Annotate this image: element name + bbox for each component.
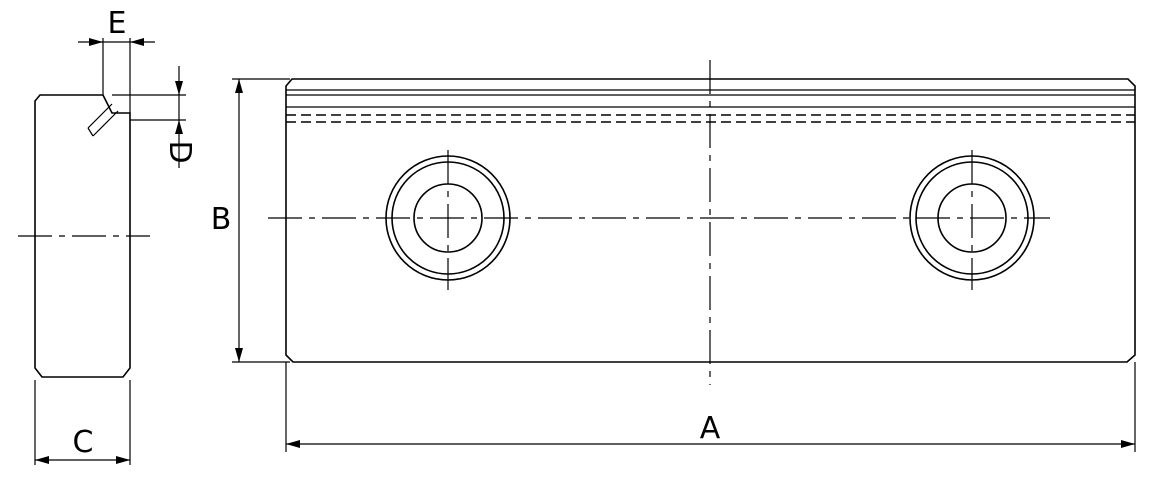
side-view-outline bbox=[34, 94, 131, 378]
dimension-a-arrow bbox=[286, 440, 300, 448]
dimension-d-arrow bbox=[175, 81, 183, 95]
dimension-c-label: C bbox=[73, 425, 94, 460]
side-view-slot bbox=[87, 127, 94, 137]
dimension-e: E bbox=[78, 6, 155, 95]
counterbore-hole-right bbox=[909, 150, 1035, 290]
dimension-a-arrow bbox=[1121, 440, 1135, 448]
dimension-c-arrow bbox=[35, 456, 49, 464]
dimension-b-label: B bbox=[211, 202, 232, 237]
dimension-d-arrow bbox=[175, 120, 183, 134]
front-view-outline bbox=[285, 78, 1136, 363]
dimension-e-arrow bbox=[130, 38, 144, 46]
dimension-d-label: D bbox=[162, 140, 197, 163]
dimension-d: D bbox=[130, 66, 197, 168]
dimension-a-label: A bbox=[700, 411, 721, 446]
side-view bbox=[18, 94, 150, 378]
dimension-e-label: E bbox=[108, 6, 127, 41]
dimension-b: B bbox=[211, 78, 290, 363]
dimension-b-arrow bbox=[235, 79, 243, 93]
side-view-slot bbox=[92, 110, 119, 137]
side-view-slot bbox=[87, 103, 113, 129]
dimension-a: A bbox=[285, 362, 1136, 452]
counterbore-hole-left bbox=[385, 150, 511, 290]
dimension-c: C bbox=[34, 380, 131, 465]
front-view bbox=[268, 60, 1136, 385]
dimension-c-arrow bbox=[116, 456, 130, 464]
dimension-b-arrow bbox=[235, 348, 243, 362]
dimension-e-arrow bbox=[89, 38, 103, 46]
